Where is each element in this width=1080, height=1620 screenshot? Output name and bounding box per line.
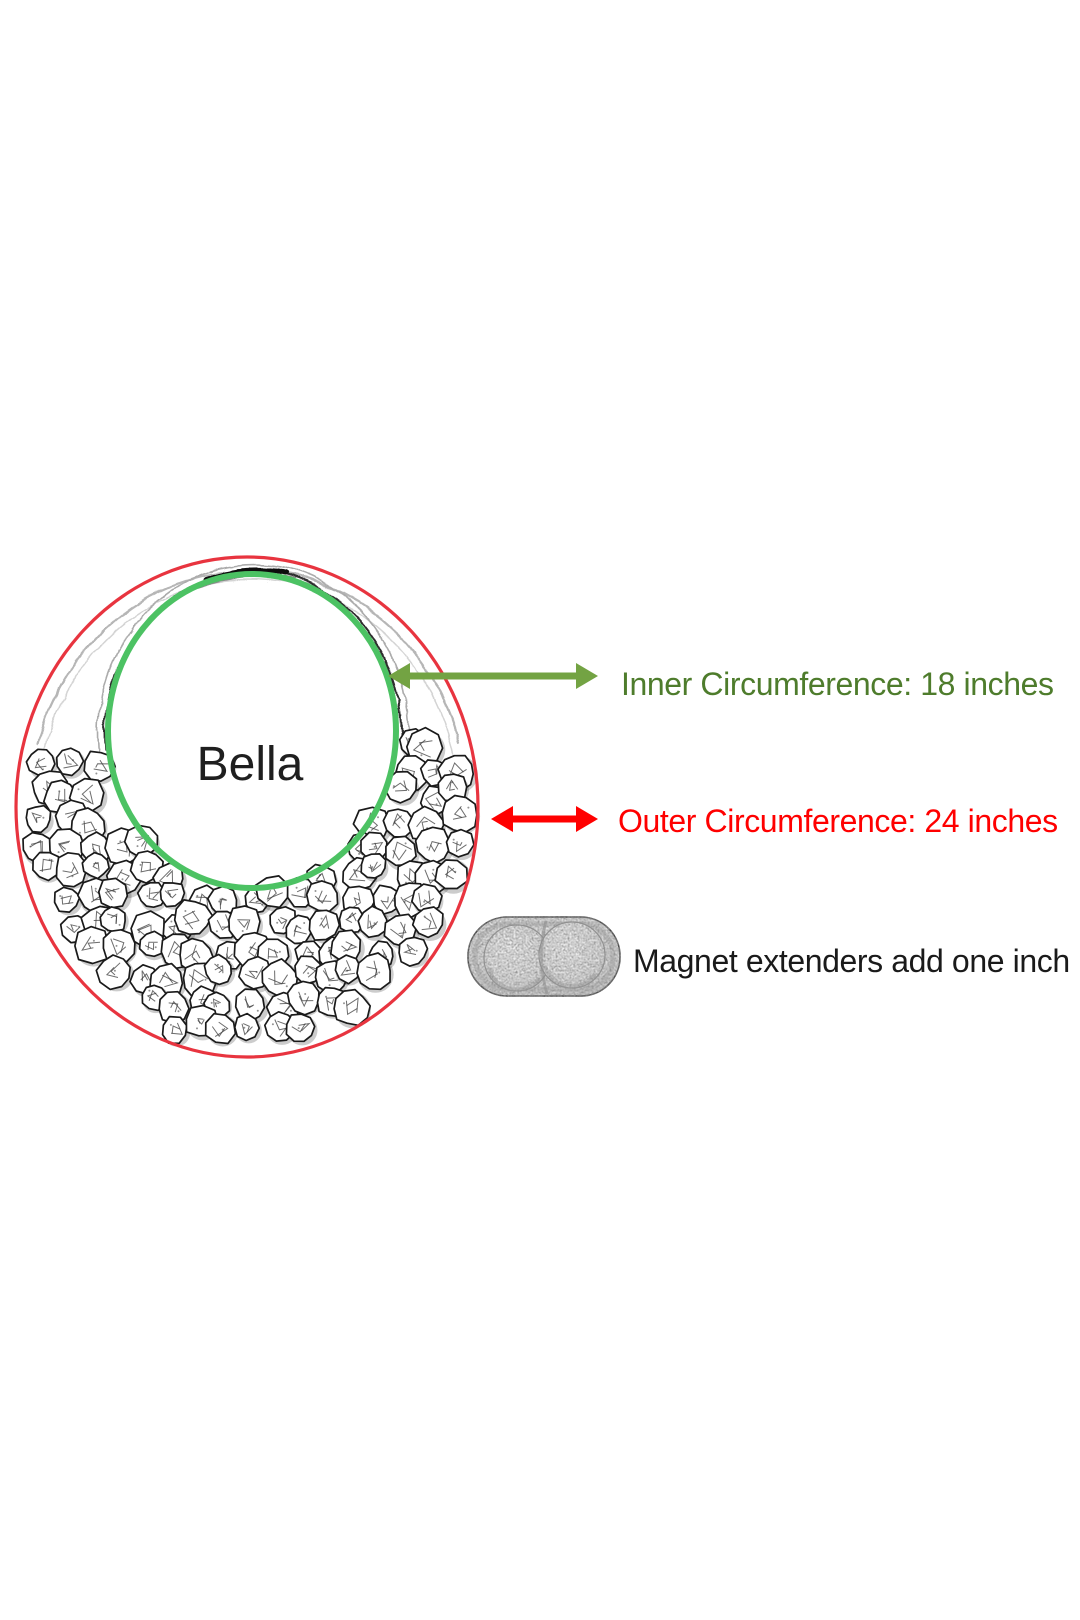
inner-circumference-label: Inner Circumference: 18 inches [621,666,1054,702]
outer-circumference-label: Outer Circumference: 24 inches [618,803,1058,839]
magnet-extenders-label: Magnet extenders add one inch [633,943,1070,979]
product-name-label: Bella [196,738,304,791]
